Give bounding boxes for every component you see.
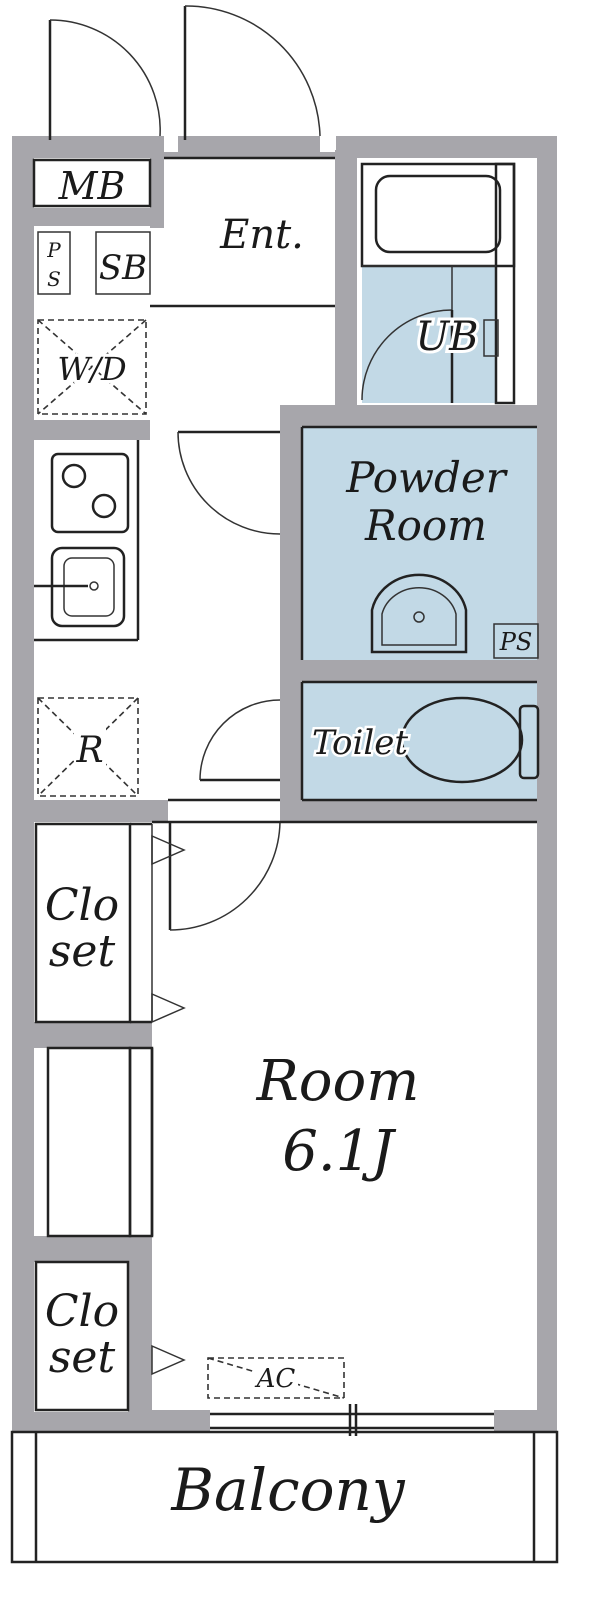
washer-dryer-space: W/D W/D [37, 319, 147, 415]
main-room: Room 6.1J [150, 820, 537, 1236]
closet-door-arrow-icon[interactable] [151, 992, 186, 1024]
washer-dryer-label: W/D [57, 350, 126, 388]
door-swing [49, 19, 161, 137]
pipe-space-label-s: S [47, 267, 61, 291]
door-swing [169, 821, 281, 931]
refrigerator-label-bg [74, 726, 106, 768]
entrance-doors[interactable] [48, 5, 321, 140]
meter-box-frame [32, 158, 152, 208]
meter-box: MB [32, 158, 152, 208]
wall-seg [335, 150, 357, 420]
wall-seg [280, 405, 302, 803]
toilet-tank-icon [518, 704, 540, 780]
washer-dryer-label-halo: W/D [57, 350, 126, 388]
powder-room-floor [302, 427, 537, 660]
entrance-area: Ent. [150, 156, 335, 308]
wall-seg [280, 405, 537, 427]
toilet-floor [302, 682, 537, 800]
storage-middle-side [128, 1046, 154, 1238]
room-name-label: Room [256, 1049, 420, 1114]
door-swing [184, 5, 321, 137]
closet-lower-label-1: Clo [45, 1286, 119, 1337]
toilet-bowl-icon [400, 696, 524, 784]
powder-room-door[interactable] [177, 430, 281, 535]
pipe-space-label-p: P [46, 238, 61, 262]
unit-bath: UB UB [357, 158, 537, 405]
wall-seg [128, 1236, 152, 1412]
meter-box-label: MB [58, 164, 126, 208]
powder-room: Powder Room PS [300, 425, 539, 660]
closet-upper-label-1: Clo [45, 880, 119, 931]
storage-middle [46, 1046, 154, 1238]
washer-dryer-cross [37, 319, 147, 415]
wall-seg [280, 660, 537, 682]
unit-bath-label: UB [415, 314, 478, 360]
wall-seg [280, 800, 537, 822]
shoe-box-label: SB [99, 248, 147, 288]
pipe-space-right-label: PS [499, 628, 533, 656]
closet-door-arrow-icon[interactable] [151, 834, 186, 866]
closet-lower-label-2: set [49, 1332, 116, 1383]
burner-icon [61, 463, 87, 489]
balcony: Balcony [10, 1430, 559, 1564]
air-conditioner-label-bg [254, 1362, 298, 1392]
closet-lower: Clo set [34, 1260, 186, 1412]
balcony-window[interactable] [210, 1404, 494, 1436]
toilet-room: Toilet Toilet [300, 680, 540, 802]
wall-seg [34, 208, 164, 226]
balcony-frame [10, 1430, 559, 1564]
stove [50, 452, 130, 534]
door-swing [199, 699, 281, 781]
window-opening [210, 1410, 494, 1432]
wall-seg [150, 136, 164, 228]
closet-upper-label-2: set [49, 926, 116, 977]
room-size-label: 6.1J [282, 1119, 397, 1184]
air-conditioner-label: AC [255, 1364, 296, 1394]
toilet-label-halo: Toilet [312, 723, 408, 763]
bathtub-basin [374, 174, 502, 254]
bath-door-swing[interactable] [361, 309, 453, 401]
shoe-box-frame [95, 231, 151, 295]
powder-room-label-2: Room [364, 501, 487, 550]
room-door[interactable] [168, 798, 281, 931]
wall-seg [34, 420, 150, 440]
wall-seg [34, 800, 168, 822]
toilet-door[interactable] [199, 699, 281, 782]
bath-wall-panel [494, 162, 516, 405]
drain-icon [413, 611, 425, 623]
entrance-label: Ent. [219, 212, 304, 258]
storage-middle-frame [46, 1046, 132, 1238]
refrigerator-label: R [75, 730, 103, 771]
pipe-space-top: P S [37, 231, 71, 295]
closet-door-arrow-icon[interactable] [151, 1344, 186, 1376]
air-conditioner: AC [207, 1357, 345, 1399]
burner-icon [91, 493, 117, 519]
powder-room-label-1: Powder [345, 453, 509, 502]
unit-bath-wet [362, 266, 496, 403]
toilet-label: Toilet [312, 723, 408, 763]
wash-basin [370, 573, 468, 654]
pipe-space-frame [37, 231, 71, 295]
faucet-icon [483, 319, 499, 357]
wall-seg [34, 1022, 152, 1048]
shoe-box: SB [95, 231, 151, 295]
walls [12, 136, 557, 1432]
balcony-label: Balcony [170, 1456, 406, 1524]
kitchen-counter [34, 440, 140, 642]
refrigerator-frame [37, 697, 139, 797]
closet-upper: Clo set [34, 822, 186, 1024]
refrigerator-space: R [37, 697, 139, 797]
closet-upper-frame [34, 822, 132, 1024]
wash-basin-bowl [381, 586, 457, 646]
unit-bath-label-halo: UB [415, 314, 478, 360]
closet-lower-frame [34, 1260, 130, 1412]
washer-dryer-frame [37, 319, 147, 415]
door-swing [177, 431, 281, 535]
drain-icon [89, 581, 99, 591]
pipe-space-right-frame [493, 623, 539, 659]
air-conditioner-frame [207, 1357, 345, 1399]
